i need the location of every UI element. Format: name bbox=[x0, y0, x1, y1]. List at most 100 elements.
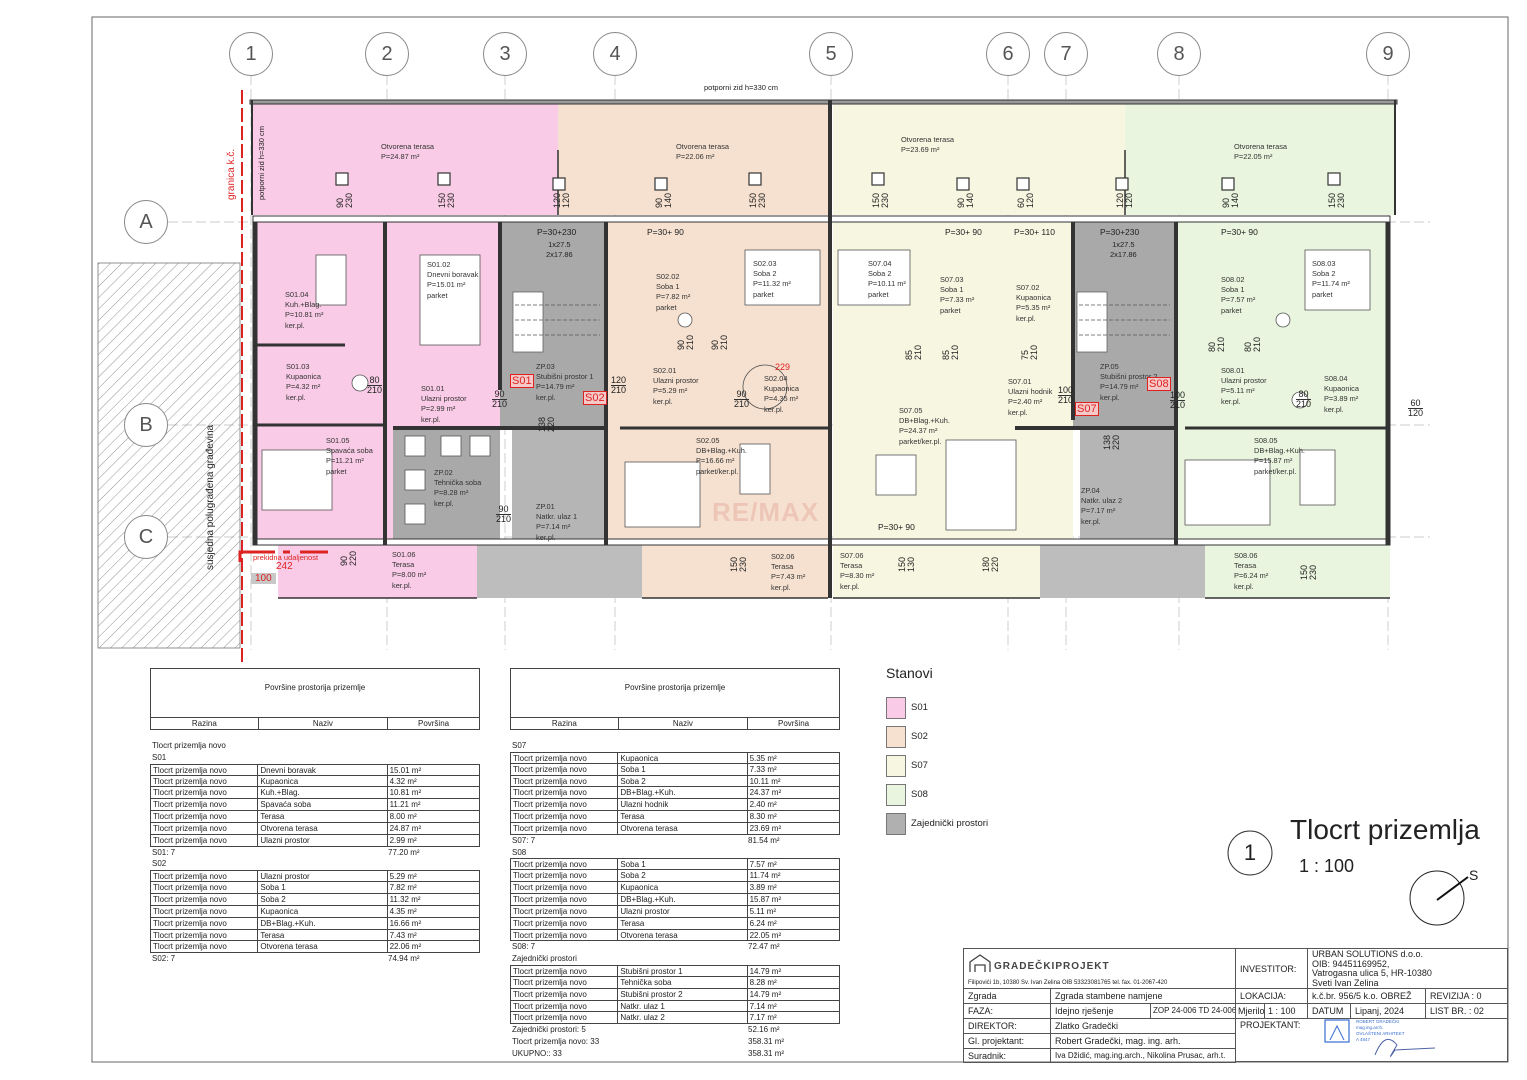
cell-name: Ulazni prostor bbox=[618, 905, 748, 917]
room-id: S01.04 bbox=[285, 290, 309, 299]
legend-swatch bbox=[886, 755, 906, 777]
faza-value: Idejno rješenje bbox=[1050, 1003, 1151, 1019]
room-area: P=4.32 m² bbox=[286, 382, 321, 392]
company-name: GRADEČKIPROJEKT bbox=[994, 961, 1110, 972]
stamp-square bbox=[1324, 1019, 1350, 1043]
parapet-label: P=30+230 bbox=[537, 227, 577, 237]
room-floor: ker.pl. bbox=[1234, 581, 1254, 591]
zgrada-label: Zgrada bbox=[963, 988, 1051, 1004]
room-floor: ker.pl. bbox=[1081, 516, 1101, 526]
cell-level: Tlocrt prizemlja novo bbox=[511, 1012, 619, 1024]
faza-label: FAZA: bbox=[963, 1003, 1051, 1019]
zone-s07-lower-terrace bbox=[833, 545, 1040, 598]
cell-name: Otvorena terasa bbox=[618, 822, 748, 834]
cell-name: Ulazni prostor bbox=[258, 834, 388, 846]
room-name: Spavaća soba bbox=[326, 446, 373, 456]
legend-swatch bbox=[886, 784, 906, 806]
zone-s02-lower-terrace bbox=[642, 545, 828, 598]
cell-name: Stubišni prostor 2 bbox=[618, 988, 748, 1000]
door-height: 210 bbox=[492, 399, 508, 409]
room-name: Soba 2 bbox=[868, 269, 892, 279]
room-name: Otvorena terasa bbox=[381, 142, 434, 151]
room-area: P=10.11 m² bbox=[868, 279, 906, 289]
suradnik-value: Iva Džidić, mag.ing.arch., Nikolina Prus… bbox=[1050, 1048, 1236, 1063]
room-area: P=7.33 m² bbox=[940, 295, 975, 305]
room-id: ZP.05 bbox=[1100, 362, 1119, 371]
door-width: 90 bbox=[492, 390, 508, 400]
cell-name: Kupaonica bbox=[618, 752, 748, 763]
room-floor: parket bbox=[753, 289, 774, 299]
cell-name: Kupaonica bbox=[618, 882, 748, 893]
window-height: 120 bbox=[1124, 192, 1134, 208]
cell-area: 7.57 m² bbox=[749, 860, 777, 870]
room-id: S02.05 bbox=[696, 436, 720, 445]
cell-area: 24.37 m² bbox=[749, 788, 782, 798]
cell-name: Terasa bbox=[618, 917, 748, 929]
room-id: S07.04 bbox=[868, 259, 892, 268]
company-address: Filipovići 1b, 10380 Sv. Ivan Zelina OIB… bbox=[968, 980, 1168, 986]
column-header: Razina bbox=[151, 718, 259, 729]
lokacija-value: k.č.br. 956/5 k.o. OBREŽ bbox=[1307, 988, 1426, 1004]
break-distance-marker bbox=[238, 550, 328, 562]
investitor-address: Vatrogasna ulica 5, HR-10380 bbox=[1312, 968, 1432, 978]
cell-level: Tlocrt prizemlja novo bbox=[151, 929, 259, 941]
retaining-wall-side-label: potporni zid h=330 cm bbox=[257, 125, 266, 200]
cell-level: Tlocrt prizemlja novo bbox=[151, 917, 259, 929]
window-height: 220 bbox=[1111, 434, 1121, 450]
room-name: Otvorena terasa bbox=[901, 135, 954, 144]
room-floor: ker.pl. bbox=[840, 581, 860, 591]
legend-swatch bbox=[886, 726, 906, 748]
room-name: Terasa bbox=[392, 560, 415, 570]
cell-name: Soba 2 bbox=[618, 775, 748, 787]
legend-swatch bbox=[886, 697, 906, 719]
total-value: 74.94 m² bbox=[388, 954, 420, 964]
room-floor: parket/ker.pl. bbox=[1254, 466, 1297, 476]
zone-entry-2 bbox=[1080, 428, 1175, 545]
signature bbox=[1374, 1038, 1436, 1057]
parapet-label: P=30+ 90 bbox=[878, 522, 915, 532]
cell-level: Tlocrt prizemlja novo bbox=[511, 1000, 619, 1012]
room-id: S02.04 bbox=[764, 374, 788, 383]
window-height: 210 bbox=[950, 344, 960, 360]
cell-level: Tlocrt prizemlja novo bbox=[511, 988, 619, 1000]
cell-area: 16.66 m² bbox=[389, 918, 422, 928]
room-area: P=5.11 m² bbox=[1221, 386, 1255, 396]
room-id: ZP.03 bbox=[536, 362, 555, 371]
grid-bubble-A: A bbox=[124, 200, 168, 244]
column-header: Razina bbox=[511, 718, 619, 729]
unit-tag-s08: S08 bbox=[1147, 377, 1171, 391]
drawing-number-bubble bbox=[1227, 830, 1273, 876]
cell-name: Kupaonica bbox=[258, 905, 388, 917]
legend-title: Stanovi bbox=[886, 665, 933, 681]
room-floor: parket bbox=[326, 466, 347, 476]
column-header: Naziv bbox=[259, 718, 389, 729]
cell-level: Tlocrt prizemlja novo bbox=[511, 929, 619, 941]
stair-step: 1x27.5 bbox=[548, 240, 571, 249]
break-distance-label: prekidna udaljenost bbox=[253, 553, 319, 562]
room-name: Dnevni boravak bbox=[427, 270, 479, 280]
spacer bbox=[510, 730, 840, 740]
room-area: P=5.35 m² bbox=[1016, 303, 1051, 313]
room-id: S07.02 bbox=[1016, 283, 1040, 292]
cell-level: Tlocrt prizemlja novo bbox=[511, 859, 619, 870]
cell-area: 7.14 m² bbox=[749, 1001, 777, 1011]
cell-area: 11.21 m² bbox=[389, 800, 421, 810]
